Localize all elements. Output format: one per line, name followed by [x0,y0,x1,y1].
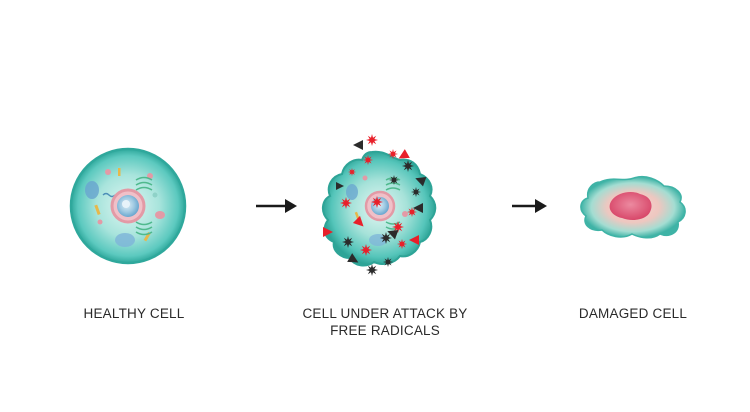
free-radical-star-icon [388,149,398,159]
free-radical-triangle-icon [336,182,344,190]
free-radical-star-icon [411,187,421,197]
healthy-cell [69,147,187,265]
free-radical-star-icon [340,197,352,209]
free-radical-triangle-icon [323,227,333,237]
free-radical-star-icon [389,175,399,185]
free-radical-star-icon [392,221,404,233]
free-radical-triangle-icon [387,230,399,240]
damaged-cell-caption: DAMAGED CELL [568,305,698,322]
free-radical-star-icon [363,155,373,165]
free-radical-triangle-icon [413,203,423,213]
free-radical-star-icon [366,134,378,146]
free-radical-star-icon [407,207,417,217]
free-radical-star-icon [371,196,383,208]
free-radical-star-icon [383,257,393,267]
free-radical-star-icon [366,264,378,276]
caption-line: FREE RADICALS [330,323,440,338]
arrow-right-icon [512,199,547,213]
free-radical-star-icon [397,239,407,249]
free-radical-star-icon [380,232,392,244]
healthy-cell-caption: HEALTHY CELL [74,305,194,322]
free-radical-triangle-icon [347,253,359,263]
free-radical-star-icon [342,236,354,248]
caption-line: DAMAGED CELL [578,306,688,321]
free-radical-triangle-icon [352,215,364,227]
free-radicals [323,134,427,276]
free-radical-triangle-icon [398,149,410,159]
free-radical-star-icon [348,168,356,176]
free-radical-triangle-icon [409,235,419,245]
healthy-cell-nucleus [110,188,146,224]
free-radical-triangle-icon [353,140,363,150]
caption-line: HEALTHY CELL [83,306,185,321]
free-radical-star-icon [402,160,414,172]
damaged-cell-nucleus [609,192,652,220]
attacked-cell-nucleus [364,190,396,222]
caption-line: CELL UNDER ATTACK BY [302,306,468,321]
arrow-right-icon [256,199,297,213]
free-radical-star-icon [360,244,372,256]
attacked-cell-caption: CELL UNDER ATTACK BY FREE RADICALS [290,305,480,339]
free-radical-triangle-icon [415,177,427,187]
damaged-cell [580,175,686,239]
attacked-cell [322,134,437,276]
healthy-cell-organelles [85,168,165,247]
